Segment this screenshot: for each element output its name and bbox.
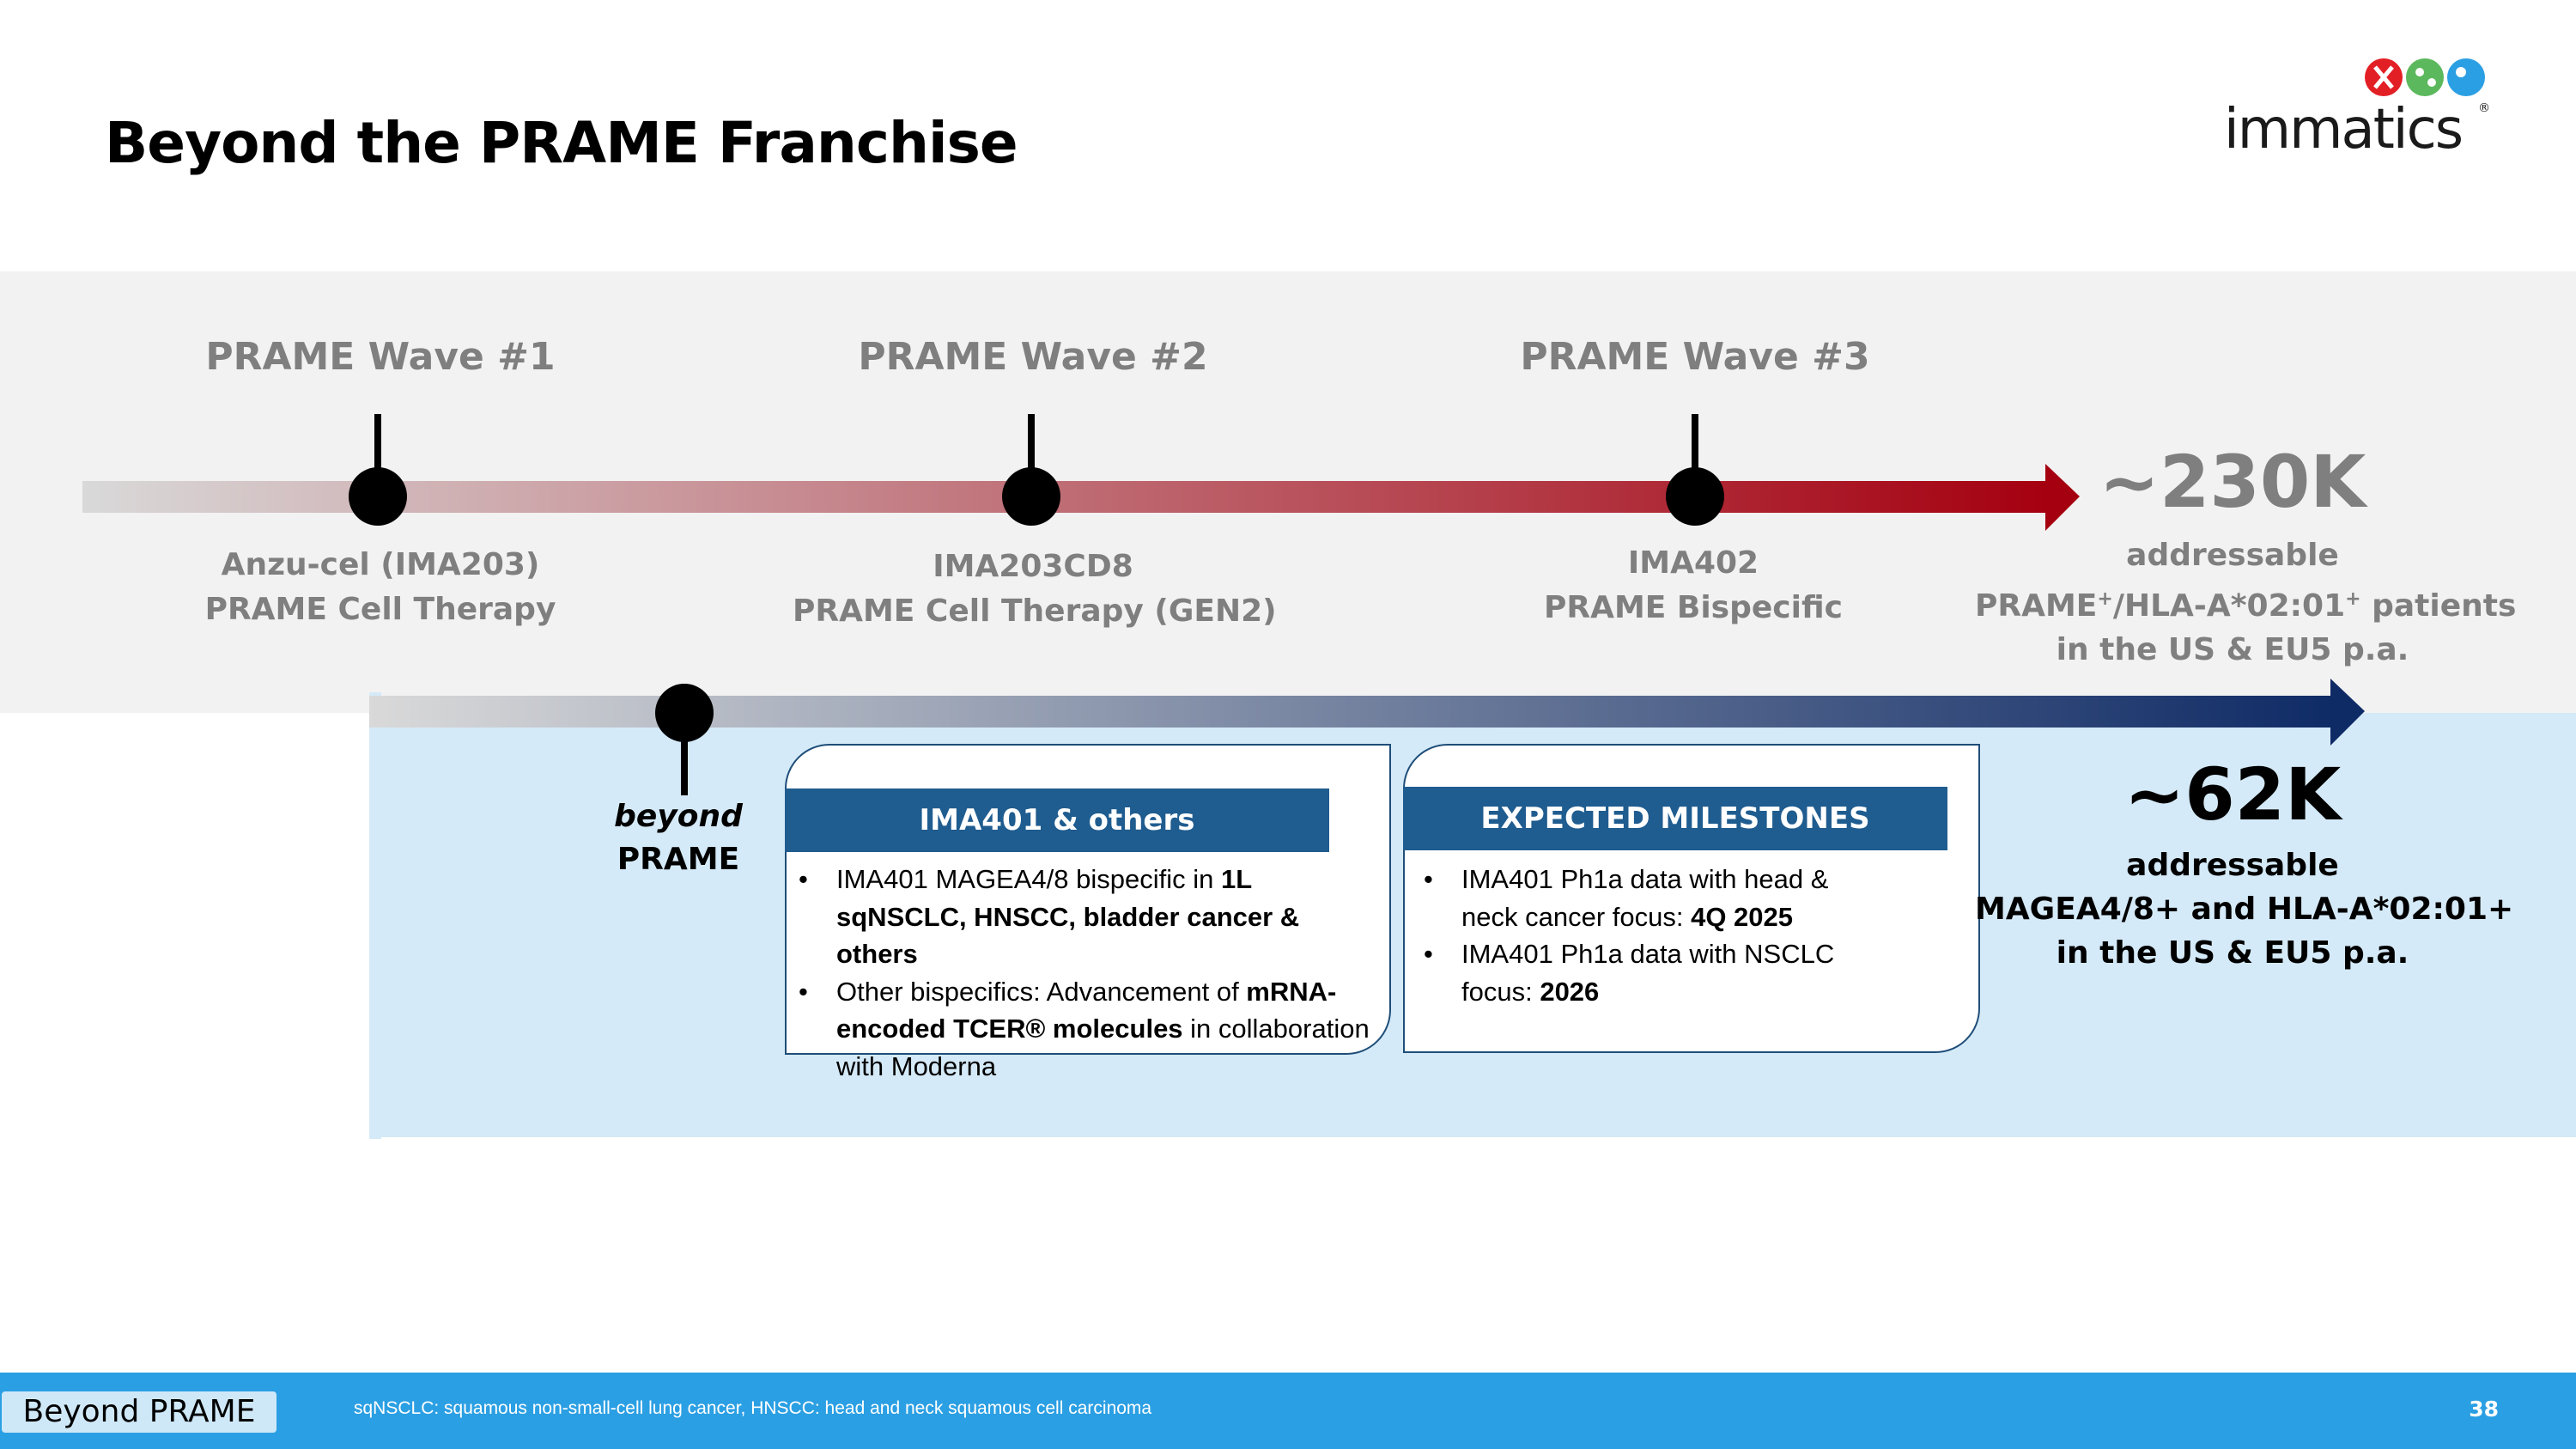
beyond-label-line1: beyond — [614, 799, 743, 834]
beyond-label-line2: PRAME — [617, 842, 740, 877]
footnote: sqNSCLC: squamous non-small-cell lung ca… — [354, 1398, 1152, 1418]
prame-patients-line2-mid: /HLA-A*02:01 — [2112, 588, 2346, 624]
immatics-logo: immatics ® — [2224, 53, 2490, 161]
ima401-bullet2-text3: with Moderna — [836, 1050, 997, 1081]
milestones-card-list: IMA401 Ph1a data with head & neck cancer … — [1412, 861, 1970, 1010]
list-item: IMA401 MAGEA4/8 bispecific in 1L sqNSCLC,… — [787, 861, 1388, 973]
wave2-product: IMA203CD8 PRAME Cell Therapy (GEN2) — [793, 545, 1277, 634]
logo-mark: immatics ® — [2224, 58, 2490, 161]
ima401-bullet2-text2: in collaboration — [1182, 1014, 1370, 1044]
logo-dot-green-mark-2 — [2427, 78, 2436, 87]
milestone2-date: 2026 — [1540, 976, 1600, 1007]
prame-patients-line3: in the US & EU5 p.a. — [2056, 632, 2409, 667]
prame-patients-sup1: + — [2097, 588, 2113, 610]
wave2-label: PRAME Wave #2 — [858, 335, 1208, 379]
milestones-card-header: EXPECTED MILESTONES — [1403, 787, 1947, 850]
ima401-bullet1-text: IMA401 MAGEA4/8 bispecific in — [836, 864, 1221, 894]
list-item: IMA401 Ph1a data with NSCLC focus: 2026 — [1412, 935, 1970, 1010]
prame-patients-line2-pre: PRAME — [1975, 588, 2098, 624]
ima401-bullet2-bold: mRNA- — [1246, 976, 1337, 1007]
prame-patients-line2: PRAME+/HLA-A*02:01+ patients — [1975, 577, 2516, 628]
wave1-product-type: PRAME Cell Therapy — [204, 592, 556, 627]
wave2-product-name: IMA203CD8 — [933, 549, 1133, 584]
magea-patients-line2: MAGEA4/8+ and HLA-A*02:01+ — [1975, 892, 2514, 927]
list-item: IMA401 Ph1a data with head & neck cancer … — [1412, 861, 1970, 935]
milestone2-line1: IMA401 Ph1a data with NSCLC — [1461, 939, 1835, 969]
wave1-label: PRAME Wave #1 — [205, 335, 556, 379]
page-number: 38 — [2469, 1397, 2499, 1422]
logo-dot-blue — [2447, 58, 2485, 96]
wave2-marker — [1002, 414, 1060, 526]
prame-patients-line2-post: patients — [2360, 588, 2517, 624]
ima401-bullet2-bold2: encoded TCER® molecules — [836, 1014, 1183, 1044]
logo-dot-green-mark — [2415, 68, 2424, 76]
ima401-bullet1-bold2: sqNSCLC, HNSCC, bladder cancer & others — [836, 901, 1300, 970]
wave3-marker — [1666, 414, 1724, 526]
wave3-label: PRAME Wave #3 — [1520, 335, 1870, 379]
ima401-bullet1-bold: 1L — [1220, 864, 1253, 894]
prame-patients-sup2: + — [2345, 588, 2361, 610]
magea-patients-line1: addressable — [2126, 848, 2339, 883]
milestone1-line1: IMA401 Ph1a data with head & — [1461, 864, 1829, 894]
page-title: Beyond the PRAME Franchise — [105, 110, 1018, 176]
logo-dot-green — [2406, 58, 2444, 96]
ima401-card-list: IMA401 MAGEA4/8 bispecific in 1L sqNSCLC,… — [787, 861, 1388, 1085]
prame-patients-line1: addressable — [2126, 538, 2339, 573]
wave1-product: Anzu-cel (IMA203) PRAME Cell Therapy — [140, 543, 621, 632]
wave3-product-name: IMA402 — [1627, 545, 1759, 581]
prame-patients-desc: addressable PRAME+/HLA-A*02:01+ patients… — [1975, 533, 2516, 672]
logo-registered: ® — [2478, 101, 2490, 115]
logo-wordmark: immatics — [2224, 98, 2462, 156]
milestone1-date: 4Q 2025 — [1691, 901, 1794, 932]
beyond-prame-label: beyond PRAME — [592, 795, 764, 881]
magea-patients-desc: addressable MAGEA4/8+ and HLA-A*02:01+ i… — [1975, 843, 2514, 975]
ima401-bullet2-text: Other bispecifics: Advancement of — [836, 976, 1247, 1007]
logo-dot-blue-mark — [2456, 67, 2466, 77]
beyond-prame-band-edge — [369, 692, 381, 1139]
prame-patients-value: ~230K — [2099, 440, 2366, 524]
beyond-prame-marker — [655, 684, 714, 795]
wave3-product: IMA402 PRAME Bispecific — [1453, 541, 1934, 630]
footer-bar — [0, 1373, 2576, 1449]
milestone1-line2: neck cancer focus: — [1461, 901, 1692, 932]
section-tab: Beyond PRAME — [2, 1391, 276, 1433]
wave1-product-name: Anzu-cel (IMA203) — [221, 547, 540, 582]
list-item: Other bispecifics: Advancement of mRNA-e… — [787, 973, 1388, 1086]
wave2-product-type: PRAME Cell Therapy (GEN2) — [793, 594, 1277, 629]
wave1-marker — [349, 414, 407, 526]
wave3-product-type: PRAME Bispecific — [1543, 590, 1843, 625]
ima401-card-header: IMA401 & others — [785, 788, 1329, 852]
magea-patients-value: ~62K — [2123, 752, 2342, 837]
magea-patients-line3: in the US & EU5 p.a. — [2056, 935, 2409, 971]
milestone2-line2: focus: — [1461, 976, 1540, 1007]
logo-dot-red-mark — [2373, 65, 2394, 89]
